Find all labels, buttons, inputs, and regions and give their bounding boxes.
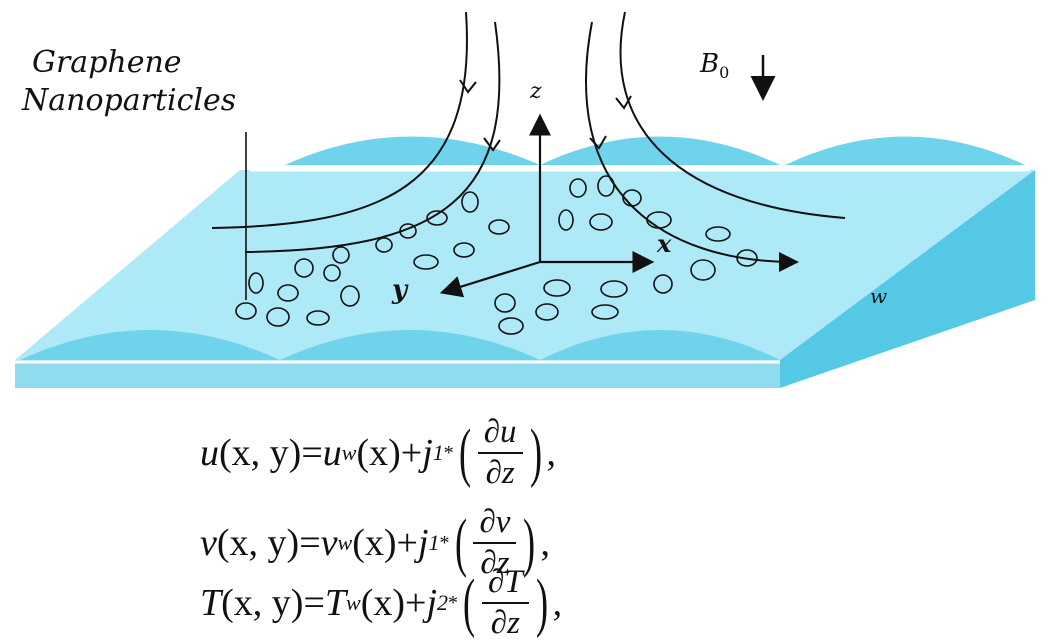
- nanoparticle: [705, 226, 731, 242]
- nanoparticle: [277, 284, 299, 302]
- partial-fraction: ∂u∂z: [477, 416, 523, 490]
- nanoparticle: [375, 237, 393, 253]
- flow-direction-marks: [459, 79, 632, 152]
- partial-fraction: ∂v∂z: [473, 506, 517, 580]
- nanoparticle: [266, 307, 290, 327]
- nanoparticle: [591, 304, 619, 320]
- nanoparticle: [323, 264, 341, 282]
- plate-edge-label: w: [870, 284, 887, 308]
- nanoparticle: [488, 219, 510, 235]
- streamline-right-inner: [585, 21, 799, 272]
- nanoparticle: [332, 246, 350, 264]
- front-hump-2: [280, 330, 540, 360]
- coordinate-axes: [439, 113, 655, 298]
- nanoparticle: [294, 258, 314, 278]
- nanoparticle: [498, 317, 524, 335]
- nanoparticle: [453, 242, 475, 258]
- nanoparticle: [461, 191, 479, 213]
- graphene-label-line2: Nanoparticles: [21, 83, 236, 118]
- partial-fraction: ∂T∂z: [482, 566, 529, 640]
- nanoparticle: [597, 175, 615, 197]
- nanoparticle: [535, 303, 559, 321]
- front-hump-1: [20, 330, 280, 360]
- nanoparticle: [248, 272, 264, 294]
- nanoparticle: [426, 210, 448, 226]
- front-hump-3: [540, 330, 780, 360]
- z-axis-label: z: [529, 79, 542, 104]
- graphene-label-line1: Graphene: [32, 45, 182, 80]
- nanoparticle: [235, 302, 257, 320]
- y-axis: [439, 260, 541, 298]
- x-axis-label: x: [656, 229, 672, 258]
- nanoparticle: [494, 293, 516, 313]
- back-hump-1: [285, 136, 540, 165]
- streamline-left-inner: [244, 21, 501, 253]
- nanoparticle: [340, 285, 360, 307]
- plate-side-face: [780, 170, 1035, 388]
- back-hump-3: [785, 136, 1025, 165]
- b0-label: B0: [699, 49, 729, 82]
- nanoparticle: [646, 211, 672, 229]
- nanoparticle: [589, 213, 613, 231]
- nanoparticle: [653, 274, 673, 294]
- nanoparticle: [306, 310, 330, 326]
- nanoparticle: [543, 279, 571, 297]
- plate-front-edge: [15, 360, 780, 388]
- y-axis-label: y: [391, 275, 409, 305]
- nanoparticle: [690, 259, 716, 281]
- nanoparticle: [413, 254, 439, 270]
- nanoparticle: [600, 280, 628, 298]
- nanoparticle: [558, 209, 574, 231]
- nanoparticle: [569, 178, 587, 198]
- streamline-left-outer: [211, 11, 468, 229]
- streamline-right-outer: [619, 11, 846, 219]
